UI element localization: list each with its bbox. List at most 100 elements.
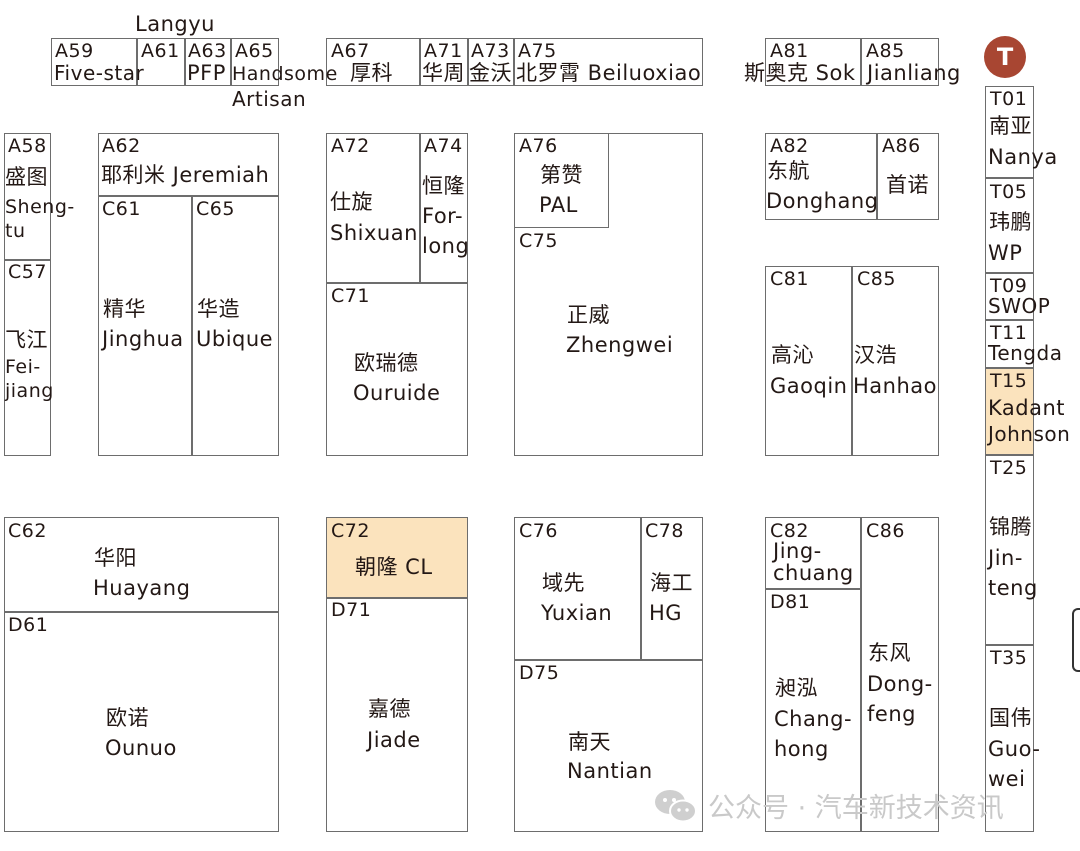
code-a76: A76 — [519, 135, 558, 157]
code-t25: T25 — [990, 457, 1028, 479]
name-a72-cn: 仕旋 — [330, 190, 373, 214]
wechat-icon — [655, 789, 697, 822]
booth-a67[interactable] — [326, 38, 420, 86]
booth-c62[interactable] — [4, 517, 279, 612]
code-a62: A62 — [102, 135, 141, 157]
code-c72: C72 — [331, 520, 370, 542]
code-a58: A58 — [8, 135, 47, 157]
code-c76: C76 — [519, 520, 558, 542]
watermark-text: 公众号 · 汽车新技术资讯 — [708, 793, 1004, 824]
name-d71-cn: 嘉德 — [368, 697, 411, 721]
code-c85: C85 — [857, 268, 896, 290]
name-c72: 朝隆 CL — [355, 555, 433, 579]
booth-a72[interactable] — [326, 133, 420, 283]
name-a75: 北罗霄 Beiluoxiao — [516, 61, 702, 85]
code-a74: A74 — [424, 135, 463, 157]
name-c62-en: Huayang — [93, 576, 191, 600]
code-c82: C82 — [770, 520, 809, 542]
name-d71-en: Jiade — [367, 728, 421, 752]
name-d75-cn: 南天 — [568, 730, 611, 754]
booth-c65[interactable] — [192, 196, 279, 456]
booth-c86[interactable] — [861, 517, 939, 832]
booth-a86[interactable] — [877, 133, 939, 220]
booth-a61[interactable] — [137, 38, 185, 86]
name-c85-cn: 汉浩 — [854, 343, 897, 367]
name-a82-cn: 东航 — [767, 159, 810, 183]
booth-a74[interactable] — [420, 133, 468, 283]
booth-c85[interactable] — [852, 266, 939, 456]
booth-t25[interactable] — [985, 455, 1034, 645]
name-d75-en: Nantian — [567, 759, 653, 783]
name-c85-en: Hanhao — [853, 374, 937, 398]
booth-c78[interactable] — [641, 517, 703, 660]
name-c65-en: Ubique — [196, 327, 274, 351]
code-t11: T11 — [990, 322, 1028, 344]
name-t09-en: SWOP — [988, 294, 1051, 318]
name-a76-en: PAL — [539, 193, 578, 217]
name-t25-cn: 锦腾 — [989, 515, 1032, 539]
name-c86-en1: Dong- — [867, 672, 933, 696]
name-t15-en1: Kadant — [988, 396, 1066, 420]
booth-t05[interactable] — [985, 178, 1034, 273]
code-a67: A67 — [331, 40, 370, 62]
booth-c81[interactable] — [765, 266, 852, 456]
booth-c57[interactable] — [4, 260, 51, 456]
booth-a58[interactable] — [4, 133, 51, 260]
label-artisan: Artisan — [232, 87, 307, 111]
booth-a59[interactable] — [51, 38, 137, 86]
code-a65: A65 — [235, 40, 274, 62]
booth-d61[interactable] — [4, 612, 279, 832]
code-c65: C65 — [196, 198, 235, 220]
code-d61: D61 — [8, 614, 49, 636]
booth-a65[interactable] — [231, 38, 279, 86]
side-handle[interactable] — [1072, 608, 1080, 672]
booth-a75[interactable] — [514, 38, 703, 86]
booth-a62[interactable] — [98, 133, 279, 196]
code-a75: A75 — [518, 40, 557, 62]
name-a59: Five-star — [54, 61, 145, 85]
booth-d71[interactable] — [326, 598, 468, 832]
name-c57-en1: Fei- — [5, 356, 41, 378]
name-a71: 华周 — [422, 61, 465, 85]
name-a58-en2: tu — [5, 220, 26, 242]
booth-c72[interactable] — [326, 517, 468, 598]
booth-a81[interactable] — [765, 38, 861, 86]
booth-t01[interactable] — [985, 86, 1034, 178]
booth-c61[interactable] — [98, 196, 192, 456]
name-a86-cn: 首诺 — [886, 173, 929, 197]
name-c76-en: Yuxian — [541, 601, 613, 625]
name-d61-en: Ounuo — [105, 736, 177, 760]
code-c71: C71 — [331, 285, 370, 307]
code-c86: C86 — [866, 520, 905, 542]
name-c81-cn: 高沁 — [771, 343, 814, 367]
booth-a85[interactable] — [861, 38, 939, 86]
name-c82-en2: chuang — [773, 561, 854, 585]
booth-a73[interactable] — [468, 38, 514, 86]
name-d81-en1: Chang- — [774, 707, 853, 731]
name-a85: Jianliang — [867, 61, 961, 85]
code-a71: A71 — [424, 40, 463, 62]
booth-a82[interactable] — [765, 133, 877, 220]
name-a74-en1: For- — [422, 204, 464, 228]
code-c78: C78 — [645, 520, 684, 542]
code-d71: D71 — [331, 599, 372, 621]
booth-t15[interactable] — [985, 368, 1034, 455]
booth-t11[interactable] — [985, 320, 1034, 368]
booth-a63[interactable] — [185, 38, 231, 86]
booth-t09[interactable] — [985, 273, 1034, 320]
booth-d81[interactable] — [765, 589, 861, 832]
booth-t35[interactable] — [985, 645, 1034, 832]
booth-a71[interactable] — [420, 38, 468, 86]
name-c75-en: Zhengwei — [566, 333, 674, 357]
name-t01-cn: 南亚 — [989, 114, 1032, 138]
code-c75: C75 — [519, 230, 558, 252]
booth-c82[interactable] — [765, 517, 861, 589]
booth-c71[interactable] — [326, 283, 468, 456]
booth-a76[interactable] — [514, 133, 609, 228]
name-c71-en: Ouruide — [353, 381, 441, 405]
code-a81: A81 — [770, 40, 809, 62]
booth-c76[interactable] — [514, 517, 641, 660]
name-t25-en2: teng — [988, 576, 1038, 600]
name-a81: 斯奥克 Sok — [744, 61, 856, 85]
code-c57: C57 — [8, 261, 47, 283]
